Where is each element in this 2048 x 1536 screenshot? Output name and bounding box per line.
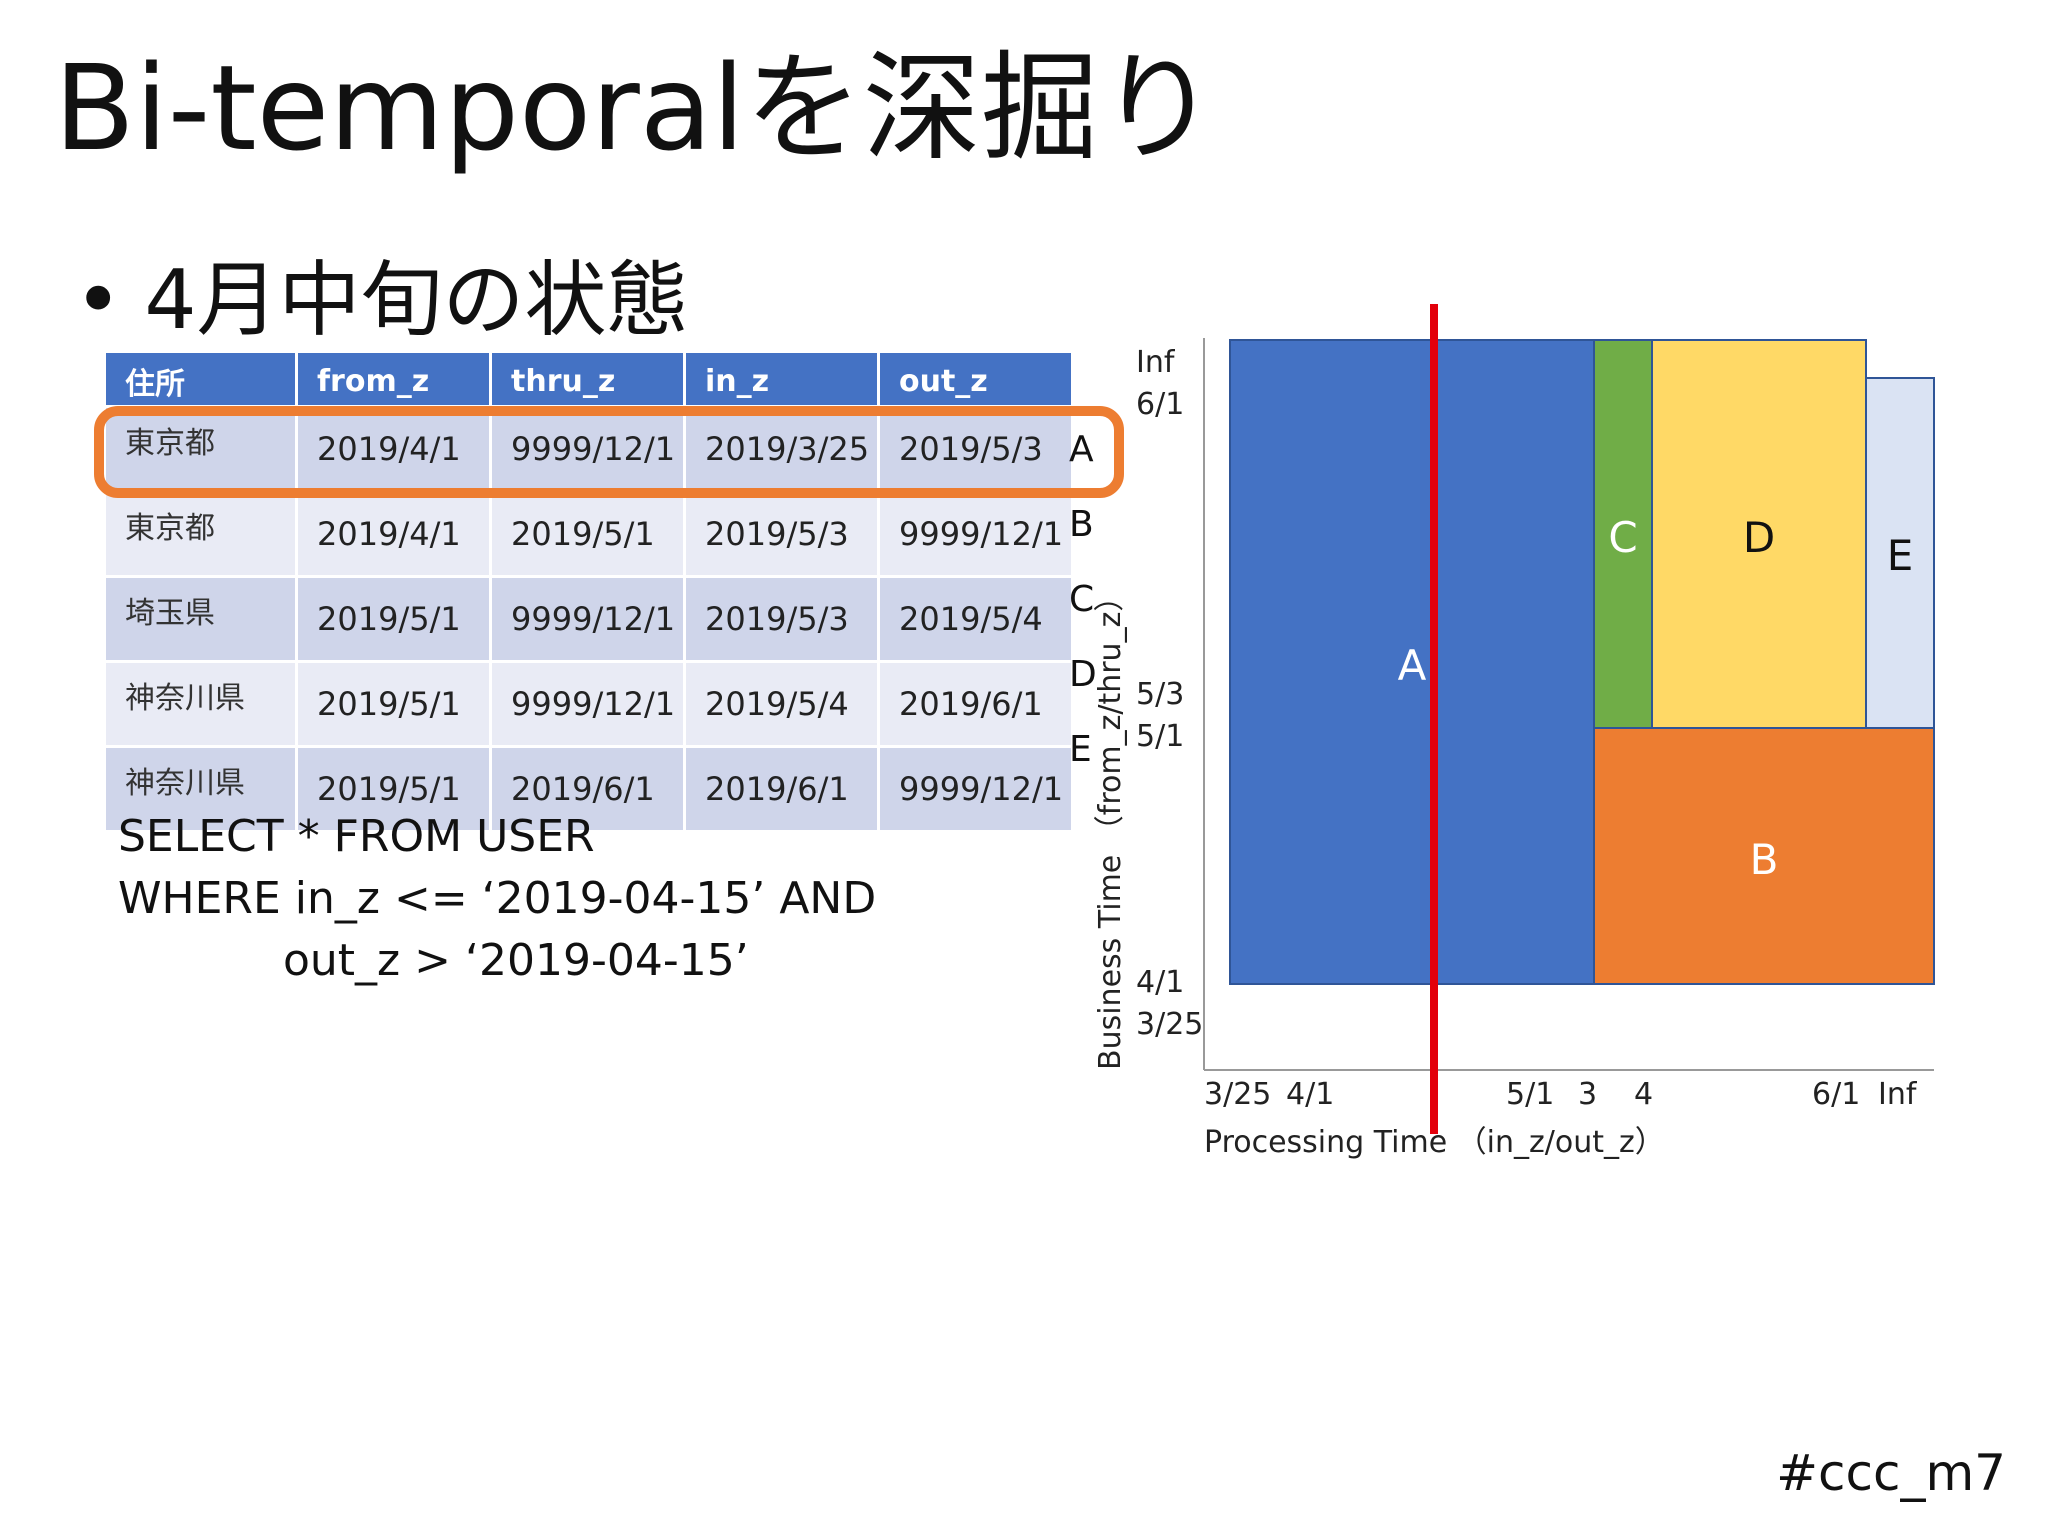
bullet-dot: • — [74, 253, 123, 348]
header-thru-z: thru_z — [492, 353, 683, 405]
cell-in-z: 2019/5/3 — [686, 493, 877, 575]
cell-in-z: 2019/3/25 — [686, 408, 877, 490]
cell-from-z: 2019/5/1 — [298, 663, 489, 745]
y-tick-inf: Inf — [1136, 345, 1176, 380]
cell-out-z: 2019/6/1 — [880, 663, 1071, 745]
cell-from-z: 2019/5/1 — [298, 748, 489, 830]
row-label-d: D — [1069, 654, 1097, 695]
cell-out-z: 9999/12/1 — [880, 493, 1071, 575]
x-tick-6-1: 6/1 — [1812, 1077, 1860, 1112]
y-tick-5-1: 5/1 — [1136, 719, 1184, 754]
table-row: 埼玉県 2019/5/1 9999/12/1 2019/5/3 2019/5/4 — [106, 578, 1071, 660]
header-address: 住所 — [106, 353, 295, 405]
table-row: 神奈川県 2019/5/1 2019/6/1 2019/6/1 9999/12/… — [106, 748, 1071, 830]
box-label-e: E — [1887, 531, 1914, 580]
sql-query: SELECT * FROM USER WHERE in_z <= ‘2019-0… — [118, 806, 876, 992]
hashtag: #ccc_m7 — [1776, 1444, 2006, 1502]
cell-from-z: 2019/4/1 — [298, 493, 489, 575]
y-axis-label: Business Time （from_z/thru_z） — [1093, 582, 1128, 1070]
row-label-b: B — [1069, 504, 1094, 545]
cell-address: 東京都 — [106, 408, 295, 490]
table-row: 神奈川県 2019/5/1 9999/12/1 2019/5/4 2019/6/… — [106, 663, 1071, 745]
cell-address: 東京都 — [106, 493, 295, 575]
row-label-c: C — [1069, 579, 1095, 620]
bullet-point: •4月中旬の状態 — [74, 252, 689, 350]
box-label-a: A — [1398, 641, 1427, 690]
table-row: 東京都 2019/4/1 9999/12/1 2019/3/25 2019/5/… — [106, 408, 1071, 490]
cell-address: 埼玉県 — [106, 578, 295, 660]
bullet-text: 4月中旬の状態 — [144, 253, 689, 348]
row-label-a: A — [1069, 429, 1094, 470]
cell-in-z: 2019/5/4 — [686, 663, 877, 745]
cell-thru-z: 2019/6/1 — [492, 748, 683, 830]
x-tick-inf: Inf — [1878, 1077, 1918, 1112]
box-a — [1229, 339, 1595, 985]
cell-thru-z: 9999/12/1 — [492, 578, 683, 660]
cell-out-z: 2019/5/3 — [880, 408, 1071, 490]
cell-in-z: 2019/5/3 — [686, 578, 877, 660]
box-label-c: C — [1608, 513, 1637, 562]
y-tick-3-25: 3/25 — [1136, 1007, 1203, 1042]
cell-out-z: 2019/5/4 — [880, 578, 1071, 660]
cell-out-z: 9999/12/1 — [880, 748, 1071, 830]
cell-thru-z: 9999/12/1 — [492, 663, 683, 745]
cell-in-z: 2019/6/1 — [686, 748, 877, 830]
cell-from-z: 2019/4/1 — [298, 408, 489, 490]
box-b — [1593, 727, 1935, 985]
header-out-z: out_z — [880, 353, 1071, 405]
y-tick-4-1: 4/1 — [1136, 965, 1184, 1000]
x-tick-4-1: 4/1 — [1286, 1077, 1334, 1112]
box-e — [1865, 377, 1935, 729]
sql-line-2: WHERE in_z <= ‘2019-04-15’ AND — [118, 873, 877, 924]
cell-address: 神奈川県 — [106, 748, 295, 830]
x-tick-5-3: 3 — [1578, 1077, 1597, 1112]
slide-title: Bi-temporalを深掘り — [54, 39, 1217, 177]
row-label-e: E — [1069, 729, 1092, 770]
cell-thru-z: 2019/5/1 — [492, 493, 683, 575]
cell-from-z: 2019/5/1 — [298, 578, 489, 660]
header-in-z: in_z — [686, 353, 877, 405]
temporal-table: 住所 from_z thru_z in_z out_z 東京都 2019/4/1… — [103, 350, 1074, 833]
box-c — [1593, 339, 1653, 729]
highlighted-row-outline — [94, 406, 1124, 498]
x-tick-5-4: 4 — [1634, 1077, 1653, 1112]
box-label-d: D — [1743, 513, 1775, 562]
x-tick-3-25: 3/25 — [1204, 1077, 1271, 1112]
x-axis-label: Processing Time （in_z/out_z） — [1204, 1125, 1665, 1160]
y-tick-6-1: 6/1 — [1136, 387, 1184, 422]
sql-line-1: SELECT * FROM USER — [118, 811, 595, 862]
cell-thru-z: 9999/12/1 — [492, 408, 683, 490]
x-tick-5-1: 5/1 — [1506, 1077, 1554, 1112]
box-label-b: B — [1750, 835, 1779, 884]
header-from-z: from_z — [298, 353, 489, 405]
cell-address: 神奈川県 — [106, 663, 295, 745]
table-row: 東京都 2019/4/1 2019/5/1 2019/5/3 9999/12/1 — [106, 493, 1071, 575]
sql-line-3: out_z > ‘2019-04-15’ — [283, 935, 749, 986]
y-tick-5-3: 5/3 — [1136, 677, 1184, 712]
table-header-row: 住所 from_z thru_z in_z out_z — [106, 353, 1071, 405]
